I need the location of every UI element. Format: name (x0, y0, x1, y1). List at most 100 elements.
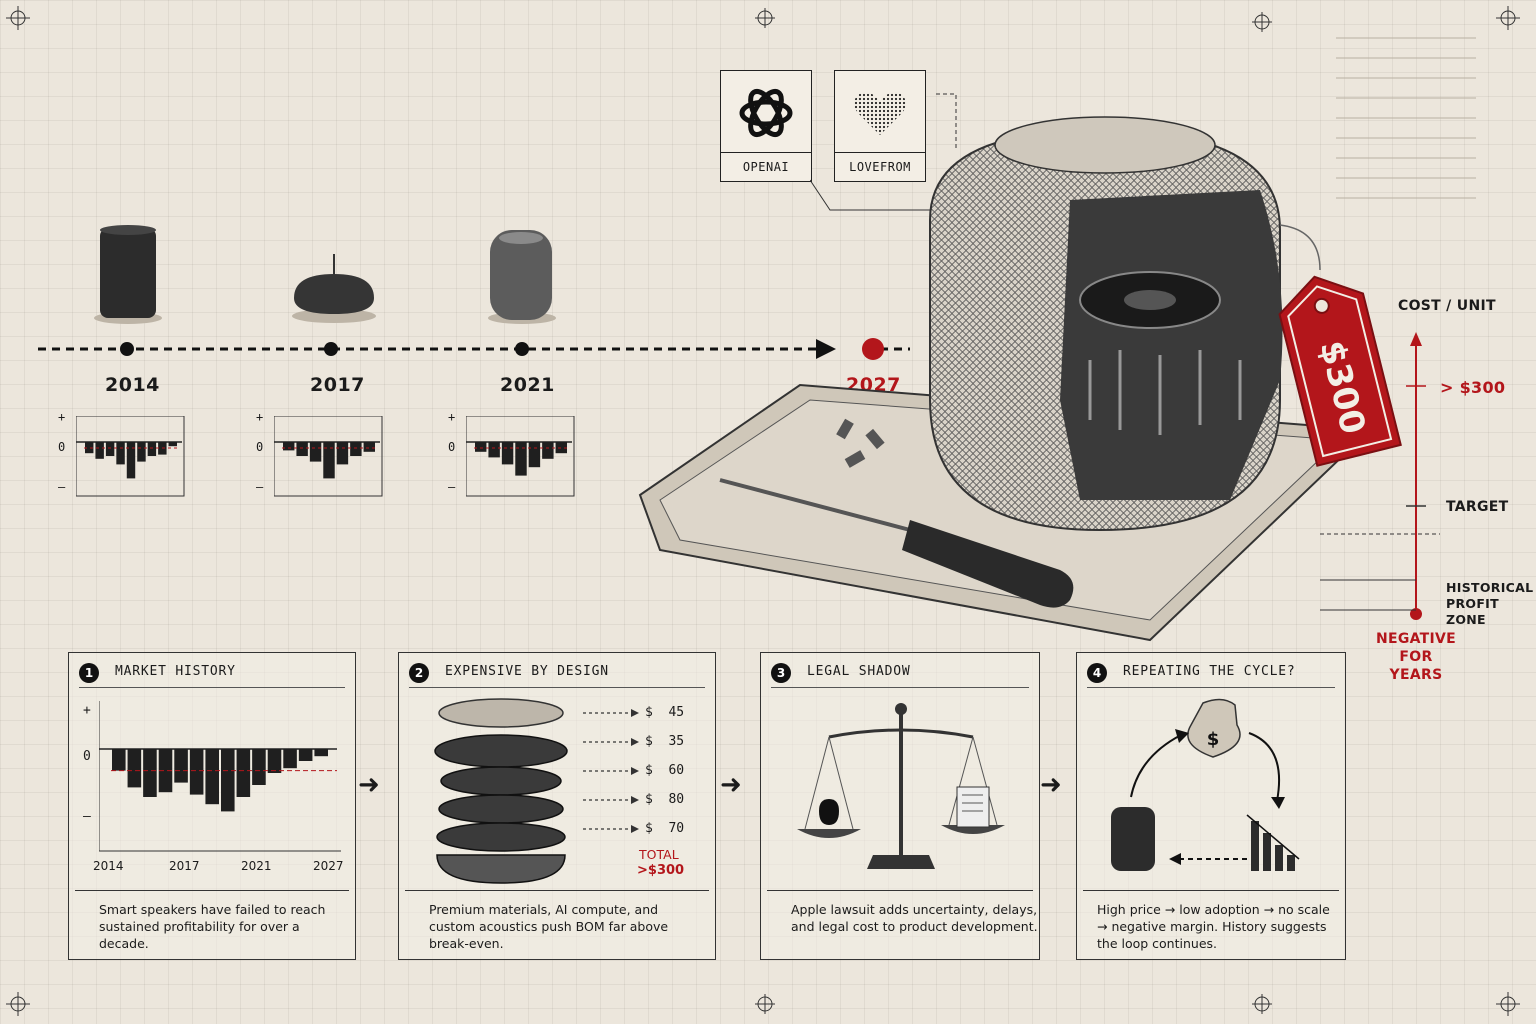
panel-number-badge: 2 (409, 663, 429, 683)
panel-divider (75, 890, 349, 891)
chart-bar (85, 442, 94, 454)
axis-zero-label: 0 (83, 749, 91, 764)
money-bag-icon (1187, 698, 1241, 758)
arrow-right-icon: ➜ (720, 770, 742, 800)
mini-chart-2021: + 0 – (448, 410, 578, 502)
chart-bar (336, 442, 349, 465)
component-cost-5: $ 70 (645, 821, 685, 836)
speaker-2017-icon (292, 254, 376, 323)
chart-bar (283, 442, 295, 451)
chart-bar (298, 749, 313, 761)
arrow-right-icon: ➜ (1040, 770, 1062, 800)
chart-bar (475, 442, 487, 452)
panel-market-history: 1 MARKET HISTORY + 0 – 2014 2017 2021 20… (68, 652, 356, 960)
chart-bar (112, 749, 126, 771)
panel-header: 1 MARKET HISTORY (79, 663, 345, 688)
chart-bar (542, 442, 554, 459)
panel-number-badge: 4 (1087, 663, 1107, 683)
panel-title: EXPENSIVE BY DESIGN (445, 664, 609, 679)
spec-table-decoration (1336, 37, 1476, 199)
timeline-axis (38, 338, 910, 360)
cost-scale-target: TARGET (1446, 499, 1509, 515)
svg-text:$: $ (1207, 729, 1220, 750)
panel-number-badge: 3 (771, 663, 791, 683)
speaker-2021-icon (488, 230, 556, 324)
axis-plus-label: + (83, 703, 91, 718)
mini-chart-2014: + 0 – (58, 410, 188, 502)
chart-frame (466, 416, 575, 497)
scales-of-justice-icon (797, 703, 1005, 869)
chart-bar (168, 442, 177, 447)
partner-connector-lines (810, 93, 957, 211)
chart-bar (105, 442, 115, 456)
component-leader-lines (583, 709, 639, 833)
chart-bar (158, 749, 173, 793)
component-cost-4: $ 80 (645, 792, 685, 807)
chart-bar (515, 442, 527, 476)
cost-scale-top: > $300 (1440, 378, 1506, 397)
market-history-chart (99, 701, 341, 852)
chart-bar (501, 442, 514, 465)
cost-scale-negative: NEGATIVE FOR YEARS (1375, 631, 1457, 683)
chart-bar (323, 442, 335, 479)
total-label: TOTAL (639, 847, 679, 862)
panel-divider (1083, 890, 1339, 891)
chart-bar (205, 749, 219, 805)
year-2017: 2017 (310, 374, 365, 396)
chart-bar (267, 749, 282, 773)
chart-bar (314, 749, 328, 757)
panel-title: REPEATING THE CYCLE? (1123, 664, 1296, 679)
panel-divider (767, 890, 1033, 891)
openai-knot-icon (739, 89, 793, 137)
declining-chart-icon (1251, 821, 1295, 871)
panel-title: LEGAL SHADOW (807, 664, 911, 679)
panel-divider (405, 890, 709, 891)
panel-description: Apple lawsuit adds uncertainty, delays, … (791, 902, 1038, 934)
panel-title: MARKET HISTORY (115, 664, 236, 679)
panel-legal-shadow: 3 LEGAL SHADOW Apple lawsuit adds uncert… (760, 652, 1040, 960)
panel-repeating-the-cycle: 4 REPEATING THE CYCLE? $ High price → lo… (1076, 652, 1346, 960)
speaker-icon (1111, 807, 1155, 871)
heart-icon (854, 92, 906, 135)
chart-bar (309, 442, 322, 462)
chart-bar (296, 442, 308, 456)
chart-bar (137, 442, 146, 462)
chart-bar (127, 749, 142, 788)
chart-bar (116, 442, 125, 465)
x-tick-2014: 2014 (93, 859, 124, 873)
panel-header: 2 EXPENSIVE BY DESIGN (409, 663, 705, 688)
timeline-dot-2014 (120, 342, 134, 356)
price-tag: $300 (1270, 264, 1403, 470)
axis-minus-label: – (83, 809, 91, 824)
chart-bar (363, 442, 375, 452)
panel-header: 3 LEGAL SHADOW (771, 663, 1029, 688)
panel-description: Smart speakers have failed to reach sust… (99, 902, 326, 951)
partner-card-lovefrom: LOVEFROM (834, 70, 926, 182)
chart-frame (274, 416, 383, 497)
cycle-diagram: $ (1111, 698, 1300, 871)
chart-bar (528, 442, 541, 468)
panel-description: Premium materials, AI compute, and custo… (429, 902, 669, 951)
cost-scale-title: COST / UNIT (1398, 298, 1496, 314)
apple-logo-icon (819, 799, 839, 825)
partner-card-openai: OPENAI (720, 70, 812, 182)
panel-header: 4 REPEATING THE CYCLE? (1087, 663, 1335, 688)
exploded-speaker-icon (434, 698, 568, 884)
panel-description: High price → low adoption → no scale → n… (1097, 902, 1330, 951)
total-value: >$300 (637, 863, 685, 878)
partner-label-lovefrom: LOVEFROM (835, 152, 925, 181)
year-2021: 2021 (500, 374, 555, 396)
chart-bar (95, 442, 104, 459)
timeline-dot-2027 (862, 338, 884, 360)
arrow-right-icon: ➜ (358, 770, 380, 800)
speaker-2014-icon (94, 225, 162, 324)
chart-bar (555, 442, 567, 454)
panel-expensive-by-design: 2 EXPENSIVE BY DESIGN $ 45 $ 35 $ 60 $ 8… (398, 652, 716, 960)
chart-bar (221, 749, 235, 812)
chart-bar (147, 442, 157, 456)
chart-bar (189, 749, 204, 795)
chart-bar (126, 442, 136, 479)
timeline-dot-2017 (324, 342, 338, 356)
chart-frame (76, 416, 185, 497)
